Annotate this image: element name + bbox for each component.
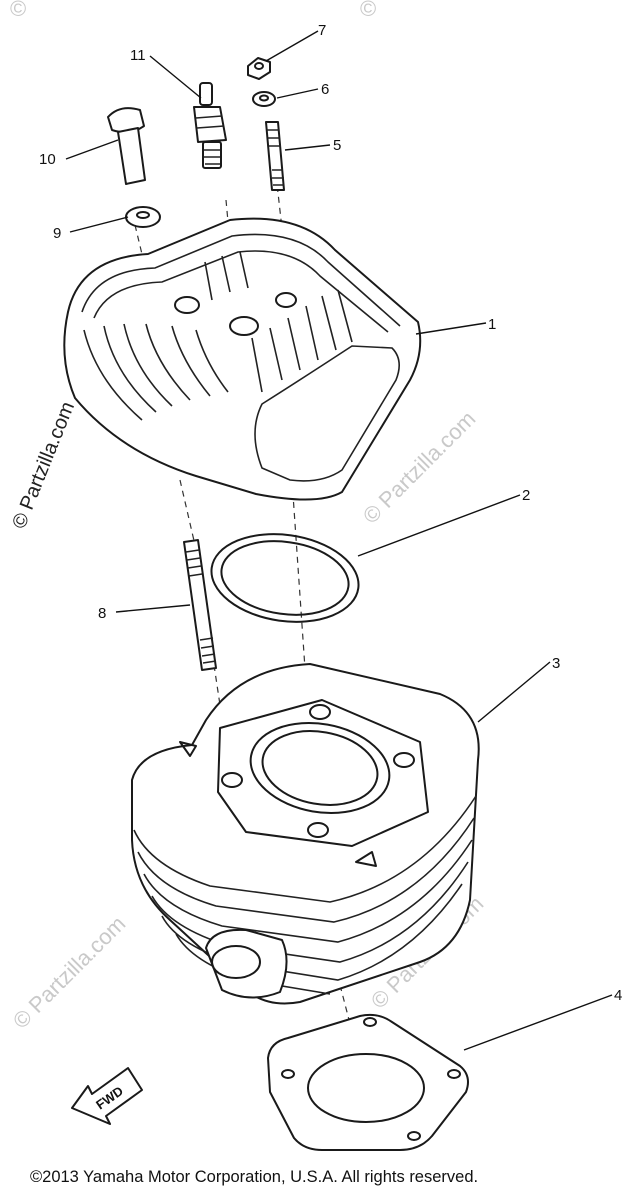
callout-labels: 1 2 3 4 5 6 7 8 9 10 11 — [39, 22, 622, 1004]
part-7-nut — [247, 57, 271, 80]
fwd-arrow-icon: FWD — [71, 1067, 143, 1125]
callout-4: 4 — [614, 987, 622, 1004]
callout-7: 7 — [318, 22, 326, 39]
part-2-head-gasket — [210, 533, 360, 623]
watermark-left: © Partzilla.com — [8, 399, 79, 532]
callout-8: 8 — [98, 605, 106, 622]
part-10-bolt — [107, 107, 146, 185]
part-8-long-stud — [183, 539, 217, 671]
watermark-lower-left: © Partzilla.com — [8, 911, 131, 1034]
part-11-spark-plug — [193, 82, 227, 169]
part-6-washer — [252, 91, 276, 107]
callout-2: 2 — [522, 487, 530, 504]
copyright-notice: ©2013 Yamaha Motor Corporation, U.S.A. A… — [30, 1168, 479, 1186]
callout-10: 10 — [39, 151, 56, 168]
part-4-base-gasket — [267, 1013, 469, 1151]
part-5-stud — [265, 121, 285, 191]
watermark-small-top-right: © — [360, 0, 376, 21]
callout-3: 3 — [552, 655, 560, 672]
watermark-small-top-left: © — [10, 0, 26, 21]
part-9-washer — [125, 206, 161, 228]
callout-9: 9 — [53, 225, 61, 242]
part-1-cylinder-head — [63, 217, 422, 501]
leader-lines — [65, 30, 613, 1051]
callout-6: 6 — [321, 81, 329, 98]
callout-5: 5 — [333, 137, 341, 154]
callout-1: 1 — [488, 316, 496, 333]
callout-11: 11 — [130, 47, 146, 64]
part-3-cylinder-block — [131, 663, 480, 1005]
